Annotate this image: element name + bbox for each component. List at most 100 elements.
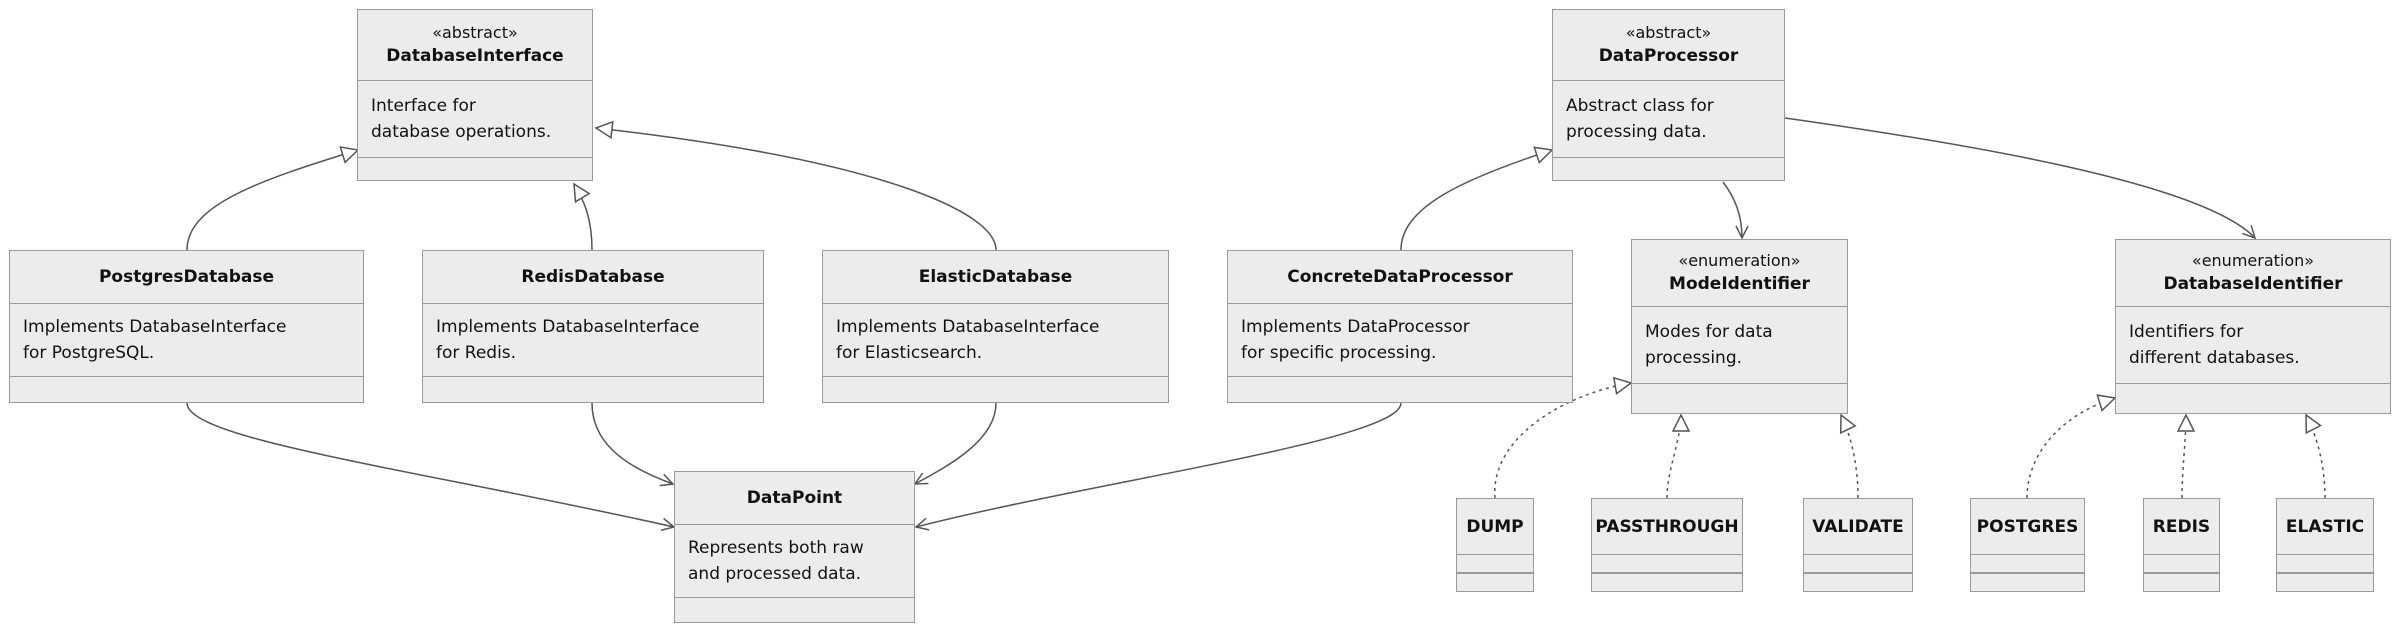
class-compartment-divider [1971,572,2084,574]
class-stereotype: «abstract» [432,23,518,42]
relation-line [1722,181,1743,239]
relation-line [1666,414,1682,499]
inheritance-arrowhead [1839,413,1857,435]
class-name: PostgresDatabase [98,267,275,287]
inheritance-arrowhead [2176,413,2196,432]
class-name: DataProcessor [1598,46,1739,66]
class-name: DUMP [1466,516,1524,537]
class-box-passthrough: PASSTHROUGH [1591,498,1743,592]
class-name: DataPoint [746,488,843,508]
class-compartment-divider [2277,572,2373,574]
class-header: ConcreteDataProcessor [1228,251,1572,304]
class-header: ElasticDatabase [823,251,1168,304]
class-box-dump: DUMP [1456,498,1534,592]
relation-inheritance-postgresdatabase-to-databaseinterface [186,146,360,251]
relation-realization-validate-to-modeidentifier [1839,413,1859,499]
relation-realization-dump-to-modeidentifier [1494,376,1633,499]
class-header: REDIS [2144,499,2219,555]
class-box-postgres: POSTGRES [1970,498,2085,592]
class-header: DUMP [1457,499,1533,555]
class-description-line: Identifiers for [2129,321,2244,342]
class-header: «enumeration»ModeIdentifier [1632,240,1847,307]
class-description: Interface for database operations. [358,80,592,158]
class-stereotype: «enumeration» [1678,251,1801,270]
inheritance-arrowhead [1671,413,1691,432]
relation-association-postgresdatabase-to-datapoint [186,402,676,531]
class-description-line: Modes for data [1645,321,1773,342]
inheritance-arrowhead [339,146,360,164]
class-description: Abstract class for processing data. [1553,80,1784,158]
class-description: Implements DatabaseInterface for PostgreS… [10,303,363,377]
relation-association-concretedataprocessor-to-datapoint [914,402,1402,531]
relation-association-dataprocessor-to-databaseidentifier [1784,117,2257,240]
class-name: PASSTHROUGH [1595,516,1739,537]
class-description-line: for Redis. [436,342,517,363]
class-description-line: processing. [1645,347,1743,368]
class-description-line: for Elasticsearch. [836,342,983,363]
class-compartment-divider [1804,572,1912,574]
class-description-line: Implements DatabaseInterface [23,316,287,337]
class-header: «abstract» DataProcessor [1553,10,1784,81]
relation-association-elasticdatabase-to-datapoint [913,402,997,485]
relation-line [2181,414,2187,499]
class-header: ELASTIC [2277,499,2373,555]
class-compartment-divider [1592,572,1742,574]
association-arrowhead [659,473,675,487]
class-description-line: for PostgreSQL. [23,342,155,363]
class-header: VALIDATE [1804,499,1912,555]
class-header: PostgresDatabase [10,251,363,304]
class-description: Implements DatabaseInterface for Elastics… [823,303,1168,377]
relation-inheritance-redisdatabase-to-databaseinterface [573,182,593,251]
class-name: DatabaseInterface [386,46,564,66]
relation-association-redisdatabase-to-datapoint [591,402,675,487]
association-arrowhead [2242,224,2257,240]
class-stereotype: «abstract» [1625,23,1712,42]
inheritance-arrowhead [1533,146,1554,164]
inheritance-arrowhead [1612,376,1633,395]
class-description-line: database operations. [371,121,552,142]
class-name: DatabaseIdentifier [2163,274,2343,294]
relation-realization-elastic-to-databaseidentifier [2305,413,2326,499]
relation-line [1400,149,1553,251]
class-description-line: for specific processing. [1241,342,1437,363]
class-description-line: Implements DatabaseInterface [836,316,1100,337]
class-header: POSTGRES [1971,499,2084,555]
class-name: ElasticDatabase [918,267,1073,287]
relation-line [186,402,675,528]
class-description-line: processing data. [1566,121,1707,142]
class-compartment-divider [1457,572,1533,574]
class-stereotype: «enumeration» [2191,251,2315,270]
relation-line [1840,414,1859,499]
class-header: «enumeration» DatabaseIdentifier [2116,240,2390,307]
class-name: VALIDATE [1812,516,1904,537]
relation-line [591,402,674,485]
class-description-line: Interface for [371,95,476,116]
class-name: ELASTIC [2285,516,2365,537]
class-name: RedisDatabase [521,267,665,287]
relation-association-dataprocessor-to-modeidentifier [1722,181,1749,240]
relation-inheritance-elasticdatabase-to-databaseinterface [594,120,997,251]
class-description-line: different databases. [2129,347,2300,368]
class-description-line: Abstract class for [1566,95,1714,116]
relation-line [595,127,997,251]
inheritance-arrowhead [594,120,614,140]
class-header: DataPoint [675,472,914,525]
class-name: ConcreteDataProcessor [1287,267,1513,287]
association-arrowhead [1735,225,1749,240]
class-box-validate: VALIDATE [1803,498,1913,592]
class-name: POSTGRES [1976,516,2079,537]
relation-line [915,402,1402,528]
class-header: RedisDatabase [423,251,763,304]
relation-realization-postgres-to-databaseidentifier [2026,394,2117,499]
class-box-elastic: ELASTIC [2276,498,2374,592]
relation-inheritance-concretedataprocessor-to-dataprocessor [1400,146,1554,251]
